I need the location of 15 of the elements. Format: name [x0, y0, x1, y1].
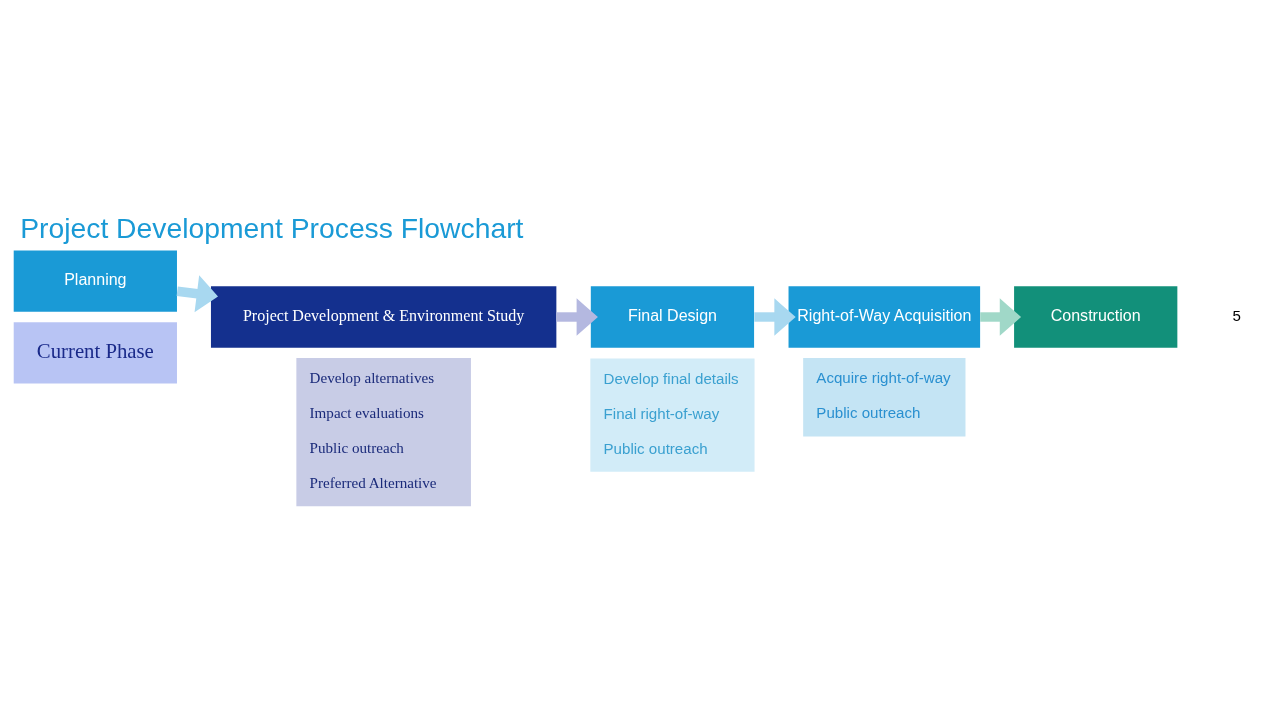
- node-box: Acquire right-of-way Public outreach: [803, 357, 966, 436]
- node-box: Planning: [13, 249, 177, 312]
- arrow: [556, 297, 598, 336]
- node-box: Develop final details Final right-of-way Public outreach: [590, 358, 755, 472]
- arrow: [980, 297, 1022, 336]
- node-box: Project Development & Environment Study: [210, 285, 557, 348]
- node-box: Construction: [1014, 285, 1178, 348]
- node-box: Current Phase: [13, 321, 177, 384]
- node-box: Develop alternatives Impact evaluations Public outreach Preferred Alternative: [296, 357, 471, 506]
- arrow: [176, 274, 218, 312]
- diagram-title: Project Development Process Flowchart: [20, 211, 524, 244]
- label: 5: [1232, 306, 1242, 324]
- node-box: Final Design: [590, 285, 755, 348]
- node-box: Right-of-Way Acquisition: [788, 285, 981, 348]
- arrow: [754, 297, 796, 336]
